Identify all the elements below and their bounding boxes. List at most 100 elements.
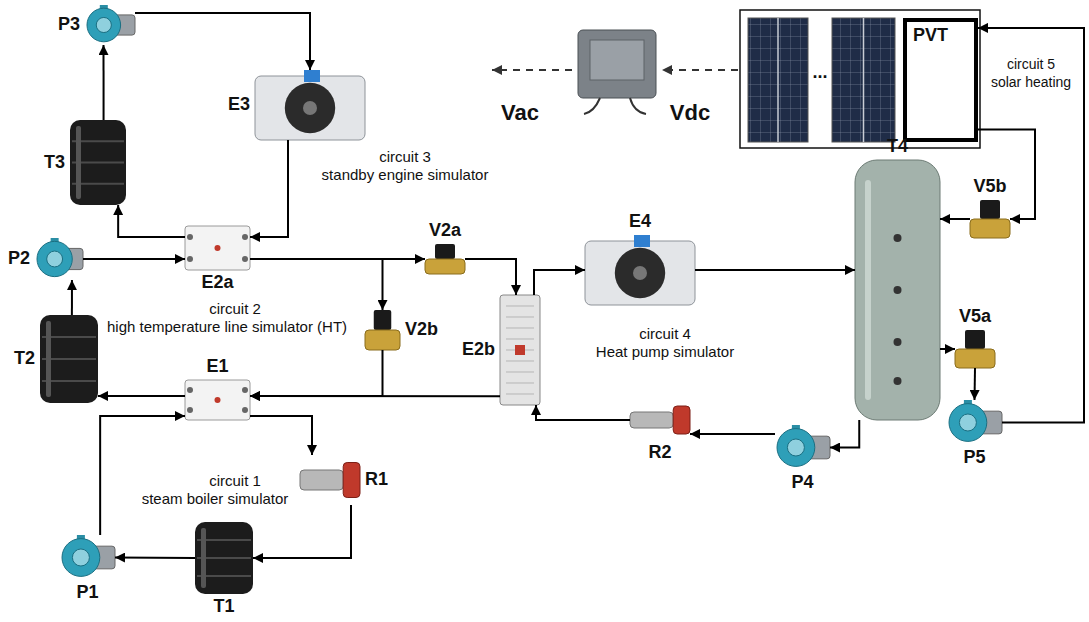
pump-volute xyxy=(777,429,815,467)
plate-line xyxy=(506,394,534,395)
component-tag: E2b xyxy=(462,340,495,360)
component-tag: R2 xyxy=(648,443,671,463)
pump-component: P5 xyxy=(947,400,1002,445)
hx-component: E1 xyxy=(185,380,250,420)
tank-icon xyxy=(40,315,98,403)
pipe-connector xyxy=(536,405,630,420)
pipe-connector xyxy=(71,280,73,315)
component-tag: V5b xyxy=(973,177,1006,197)
tank-component: T1 xyxy=(195,522,253,594)
pump-component: P2 xyxy=(35,238,83,280)
pump-volute xyxy=(37,241,72,276)
pipe-connector xyxy=(690,433,775,435)
pvt-component: PVT xyxy=(903,18,978,142)
circuit-label: Heat pump simulator xyxy=(596,343,734,360)
pipe-connector xyxy=(98,395,185,397)
pipe-connector xyxy=(974,368,977,400)
exchanger-port xyxy=(242,256,248,262)
pump-component: P4 xyxy=(775,425,830,470)
component-tag: PVT xyxy=(913,26,948,46)
pipe-connector xyxy=(100,416,185,535)
pipe-connector xyxy=(465,259,516,295)
pipe-connector xyxy=(250,416,312,455)
circuit-label: circuit 3 xyxy=(379,148,431,165)
circuit-label: high temperature line simulator (HT) xyxy=(107,318,347,335)
inverter-cable xyxy=(584,98,646,114)
pipe-connector xyxy=(830,420,859,448)
pump-eye xyxy=(72,549,89,566)
circuit-label: solar heating xyxy=(991,74,1071,90)
exchanger-port xyxy=(187,387,193,393)
pump-volute xyxy=(87,8,121,42)
valve-component: V5a xyxy=(955,330,995,368)
hx-component: E2a xyxy=(185,226,250,270)
exchanger-port xyxy=(187,256,193,262)
panel-divider xyxy=(777,18,779,142)
heater-head xyxy=(673,406,690,434)
pv-panel xyxy=(832,18,895,142)
hx-icon xyxy=(185,226,250,270)
valve-body xyxy=(955,349,995,368)
tank-highlight xyxy=(76,126,81,199)
dc-dashed-arrow xyxy=(662,69,738,71)
cooler-frame xyxy=(255,76,365,140)
tank-fitting xyxy=(894,338,902,346)
tank-component: T2 xyxy=(40,315,98,403)
valve-icon xyxy=(425,244,465,274)
tank-icon xyxy=(70,120,126,205)
exchanger-port xyxy=(242,407,248,413)
tank-component: T3 xyxy=(70,120,126,205)
storage-tank xyxy=(855,160,940,420)
pipe-connector xyxy=(250,140,288,237)
component-tag: E1 xyxy=(206,357,228,377)
valve-coil xyxy=(980,200,1000,219)
pipe-connector xyxy=(978,28,1084,423)
pv-panel xyxy=(748,18,808,142)
tank-fitting xyxy=(894,286,902,294)
fan-component: E4 xyxy=(585,235,695,305)
plate-icon xyxy=(500,295,540,405)
plate-line xyxy=(506,383,534,384)
boiler-component: T4 xyxy=(855,160,940,420)
exchanger-port xyxy=(242,234,248,240)
pump-eye xyxy=(96,17,111,32)
circuit-label: circuit 2 xyxy=(209,300,261,317)
plate-badge xyxy=(515,345,525,355)
exchanger-port xyxy=(187,407,193,413)
component-tag: T2 xyxy=(14,349,35,369)
circuit-label: standby engine simulator xyxy=(322,166,489,183)
tank-highlight xyxy=(46,321,51,397)
exchanger-port xyxy=(187,234,193,240)
pipe-connector xyxy=(695,269,855,271)
heater-component: R1 xyxy=(300,455,360,505)
plate-line xyxy=(506,339,534,340)
valve-component: V2a xyxy=(425,244,465,274)
cooler-box xyxy=(304,70,320,82)
circuit-label: steam boiler simulator xyxy=(142,490,289,507)
component-tag: V5a xyxy=(959,307,991,327)
pump-component: P1 xyxy=(60,535,115,580)
pipe-connector xyxy=(118,205,185,237)
tank-icon xyxy=(195,522,253,594)
tank-barrel xyxy=(70,120,126,205)
pump-volute xyxy=(62,539,100,577)
plate-component: E2b xyxy=(500,295,540,405)
panel-divider xyxy=(863,18,865,142)
component-tag: V2a xyxy=(429,221,461,241)
boiler-icon xyxy=(855,160,940,420)
exchanger-badge xyxy=(215,397,221,403)
valve-component: V5b xyxy=(970,200,1010,238)
cooler-fan xyxy=(615,248,665,298)
pipe-connector xyxy=(83,258,185,260)
tank-shine xyxy=(865,180,871,400)
circuit-label: circuit 1 xyxy=(209,472,261,489)
tank-highlight xyxy=(201,528,206,588)
plate-line xyxy=(506,372,534,373)
plate-line xyxy=(506,328,534,329)
component-tag: P3 xyxy=(58,15,80,35)
component-tag: V2b xyxy=(405,320,438,340)
fan-icon xyxy=(255,70,365,140)
valve-icon xyxy=(365,310,400,350)
pump-volute xyxy=(949,404,987,442)
pump-icon xyxy=(949,400,1002,441)
